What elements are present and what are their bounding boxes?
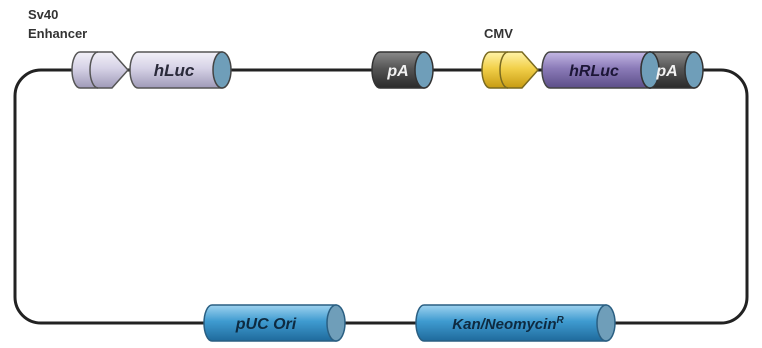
backbone-loop <box>13 68 749 325</box>
puc-ori-label: pUC Ori <box>235 316 297 333</box>
sv40-label: Sv40 <box>28 7 58 22</box>
kan-neomycin-segment <box>415 304 616 342</box>
kan-resistance-superscript: R <box>556 315 564 326</box>
pa-segment-1 <box>371 51 434 89</box>
hluc-label: hLuc <box>154 61 195 80</box>
puc-ori-segment <box>203 304 346 342</box>
sv40-enhancer-arrow <box>71 51 130 89</box>
cmv-label: CMV <box>484 26 513 41</box>
hrluc-label: hRLuc <box>569 63 619 80</box>
pa-segment-2 <box>640 51 704 89</box>
enhancer-label: Enhancer <box>28 26 87 41</box>
cmv-promoter-arrow <box>481 51 540 89</box>
pa-label-1: pA <box>386 63 408 80</box>
hluc-segment <box>129 51 232 89</box>
kan-neomycin-label: Kan/NeomycinR <box>452 315 564 333</box>
pa-label-2: pA <box>655 63 677 80</box>
kan-neomycin-text: Kan/Neomycin <box>452 316 556 333</box>
